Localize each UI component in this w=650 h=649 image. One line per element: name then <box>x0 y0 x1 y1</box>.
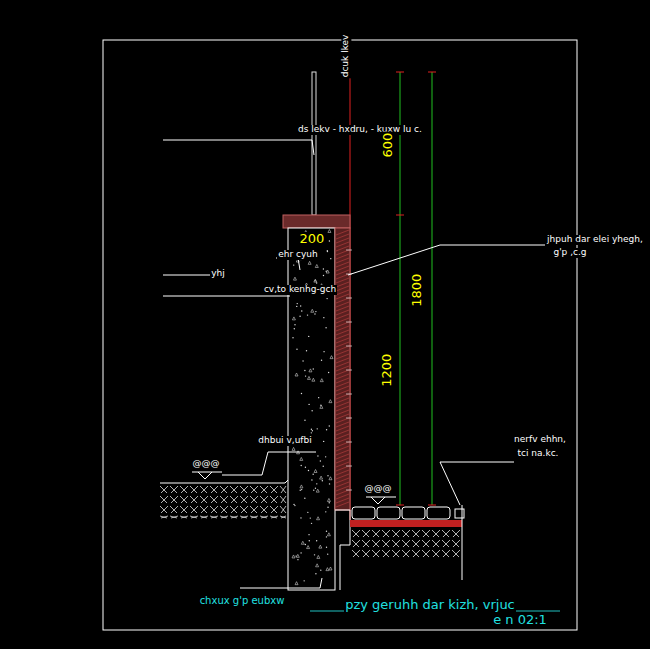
label-text: g'p ,c.g <box>552 248 587 258</box>
label-text: @@@ <box>192 459 221 469</box>
label-text: ehr cyuh <box>277 250 319 260</box>
label-text: yhj <box>210 269 226 279</box>
label-text: 600 <box>381 132 395 159</box>
label-text: jhpuh dar elei yhegh, <box>546 235 644 245</box>
label-text: chxux g'p eubxw <box>199 595 286 606</box>
label-text: cv,to kenhg-gch <box>263 285 337 295</box>
label-text: nerfv ehhn, <box>513 435 567 445</box>
label-text: ds lekv - hxdru, - kuxw lu c. <box>297 125 423 135</box>
label-text: e n 02:1 <box>492 613 548 627</box>
label-text: dhbui v,ufbi <box>257 436 312 446</box>
label-text: 200 <box>299 232 326 246</box>
label-text: 1800 <box>411 272 425 307</box>
label-text: tci na.kc. <box>517 449 560 459</box>
label-text: dcuk lkev <box>341 34 351 79</box>
label-text: 1200 <box>381 352 395 387</box>
label-text: @@@ <box>364 484 393 494</box>
drawing-caption: pzy geruhh dar kizh, vrjuc <box>344 598 516 612</box>
